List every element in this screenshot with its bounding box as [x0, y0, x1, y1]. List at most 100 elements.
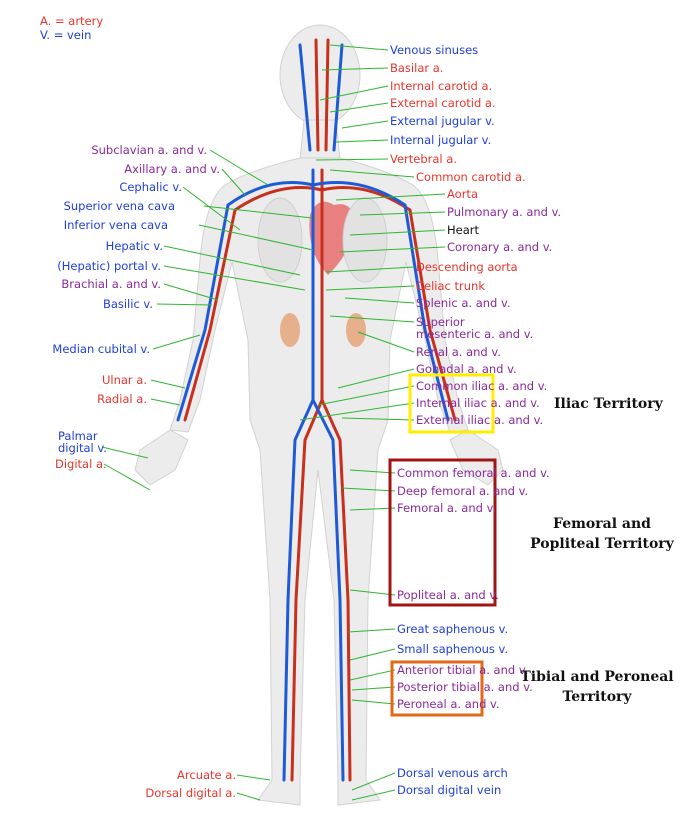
leader-line: [209, 149, 269, 186]
caption-iliac-territory: Iliac Territory: [554, 396, 663, 412]
label-pulmonary: Pulmonary a. and v.: [447, 205, 562, 219]
leader-line: [341, 417, 415, 421]
label-median-cubital: Median cubital v.: [52, 342, 150, 356]
label-external-iliac: External iliac a. and v.: [416, 413, 544, 427]
label-great-saphenous: Great saphenous v.: [397, 622, 509, 636]
iliac-territory-box: [408, 373, 495, 434]
leader-line: [315, 158, 389, 161]
label-femoral: Femoral a. and v.: [397, 501, 497, 515]
label-descending-aorta: Descending aorta: [416, 260, 518, 274]
label-dorsal-digital: Dorsal digital a.: [145, 786, 236, 800]
leader-line: [103, 463, 151, 491]
leader-line: [339, 246, 446, 253]
leader-line: [329, 169, 415, 178]
caption-tibial-territory-2: Territory: [562, 689, 632, 705]
tibial-territory-box: [390, 660, 484, 717]
leader-line: [299, 402, 415, 421]
caption-tibial-territory-1: Tibial and Peroneal: [520, 669, 674, 685]
leader-line: [357, 331, 415, 353]
leader-line: [337, 368, 415, 389]
label-inferior-vena-cava: Inferior vena cava: [63, 218, 168, 232]
label-hepatic: Hepatic v.: [105, 239, 163, 253]
leader-line: [349, 648, 396, 661]
leader-line: [349, 669, 396, 681]
label-dorsal-venous-arch: Dorsal venous arch: [397, 766, 508, 780]
label-cephalic: Cephalic v.: [119, 180, 182, 194]
leader-line: [351, 789, 396, 801]
label-arcuate: Arcuate a.: [177, 768, 236, 782]
leader-line: [349, 589, 396, 596]
leader-line: [329, 315, 415, 323]
label-hepatic-portal: (Hepatic) portal v.: [57, 259, 161, 273]
label-brachial: Brachial a. and v.: [61, 277, 161, 291]
label-axillary: Axillary a. and v.: [124, 162, 220, 176]
label-dorsal-digital-vein: Dorsal digital vein: [397, 783, 502, 797]
leader-line: [349, 229, 446, 236]
leader-line: [150, 379, 186, 389]
leader-line: [150, 398, 181, 406]
leader-line: [317, 385, 415, 406]
leader-line: [349, 469, 396, 474]
leader-line: [163, 283, 219, 301]
leader-line: [344, 297, 415, 304]
legend-artery: A. = artery: [40, 14, 104, 28]
label-internal-carotid: Internal carotid a.: [390, 79, 493, 93]
femoral-territory-box: [388, 458, 497, 607]
caption-femoral-territory-1: Femoral and: [553, 516, 651, 532]
arteries: [183, 38, 457, 782]
leader-line: [221, 168, 246, 196]
veins: [176, 43, 450, 782]
label-radial: Radial a.: [97, 392, 147, 406]
label-ulnar: Ulnar a.: [101, 373, 147, 387]
label-vertebral: Vertebral a.: [390, 152, 457, 166]
leader-line: [236, 774, 271, 781]
label-digital: Digital a.: [55, 457, 107, 471]
kidney-right: [346, 313, 366, 347]
leader-lines: [101, 44, 446, 801]
label-superior-vena-cava: Superior vena cava: [63, 199, 175, 213]
label-basilic: Basilic v.: [102, 297, 153, 311]
label-renal: Renal a. and v.: [416, 345, 501, 359]
leader-line: [325, 285, 415, 291]
leader-line: [349, 507, 396, 511]
leader-line: [198, 224, 314, 251]
leader-line: [163, 245, 301, 276]
leader-line: [341, 120, 389, 129]
label-popliteal: Popliteal a. and v.: [397, 588, 499, 602]
label-external-carotid: External carotid a.: [390, 96, 496, 110]
leader-line: [351, 772, 396, 791]
leader-line: [351, 686, 396, 691]
leader-line: [335, 193, 446, 201]
label-internal-jugular: Internal jugular v.: [390, 133, 492, 147]
label-superior-mesenteric-1: Superior: [416, 315, 465, 329]
legend-vein: V. = vein: [40, 28, 92, 42]
leader-line: [163, 265, 306, 291]
label-anterior-tibial: Anterior tibial a. and v.: [397, 663, 529, 677]
leader-line: [152, 334, 201, 350]
label-splenic: Splenic a. and v.: [416, 296, 511, 310]
label-posterior-tibial: Posterior tibial a. and v.: [397, 680, 533, 694]
label-gonadal: Gonadal a. and v.: [416, 362, 517, 376]
label-basilar: Basilar a.: [390, 61, 444, 75]
leader-line: [156, 303, 213, 306]
label-external-jugular: External jugular v.: [390, 114, 495, 128]
label-common-iliac: Common iliac a. and v.: [416, 379, 548, 393]
leader-line: [335, 139, 389, 143]
label-subclavian: Subclavian a. and v.: [91, 143, 207, 157]
leader-line: [329, 102, 389, 113]
leader-line: [203, 205, 313, 219]
leader-line: [351, 699, 396, 705]
label-palmar-digital-2: digital v.: [58, 441, 107, 455]
caption-femoral-territory-2: Popliteal Territory: [530, 536, 674, 552]
label-deep-femoral: Deep femoral a. and v.: [397, 484, 529, 498]
lung-left: [257, 197, 303, 283]
leader-line: [359, 211, 446, 216]
leader-line: [182, 186, 241, 231]
label-venous-sinuses: Venous sinuses: [390, 43, 479, 57]
label-celiac-trunk: Celiac trunk: [416, 279, 485, 293]
leader-line: [341, 487, 396, 492]
label-peroneal: Peroneal a. and v.: [397, 697, 500, 711]
leader-line: [325, 266, 415, 273]
